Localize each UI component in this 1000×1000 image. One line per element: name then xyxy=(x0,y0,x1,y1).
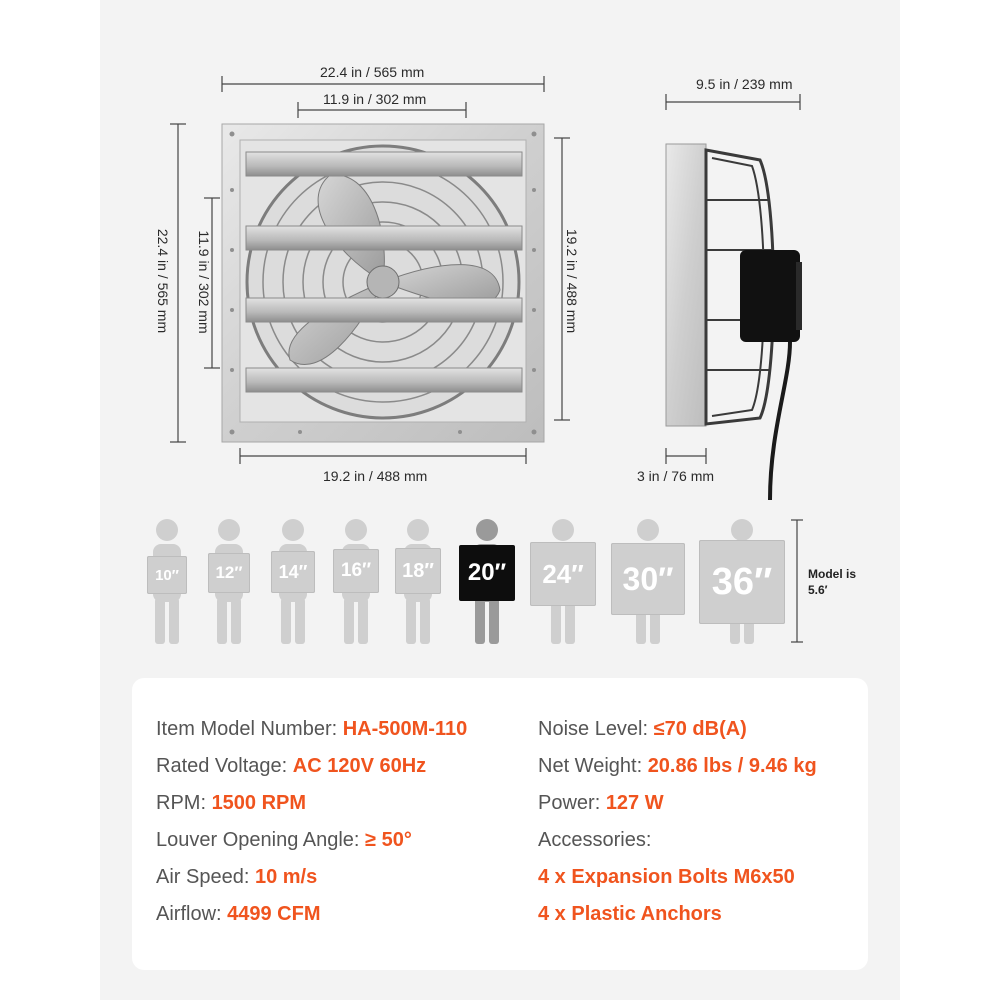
size-figure-3: 16″ xyxy=(316,518,396,648)
size-figure-6: 24″ xyxy=(523,518,603,648)
size-sign-8: 36″ xyxy=(699,540,785,624)
spec-net-weight: Net Weight: 20.86 lbs / 9.46 kg xyxy=(538,755,817,777)
spec-rpm: RPM: 1500 RPM xyxy=(156,792,307,814)
size-figure-0: 10″ xyxy=(127,518,207,648)
fan-side-view xyxy=(665,143,802,501)
size-sign-2: 14″ xyxy=(271,551,315,593)
spec-air-speed: Air Speed: 10 m/s xyxy=(156,866,318,888)
dimension-lines xyxy=(170,76,801,464)
size-sign-0: 10″ xyxy=(147,556,187,594)
size-sign-3: 16″ xyxy=(333,549,379,593)
front-opening-height-label: 11.9 in / 302 mm xyxy=(196,230,212,334)
spec-model-number: Item Model Number: HA-500M-110 xyxy=(156,718,468,740)
front-opening-width-label: 11.9 in / 302 mm xyxy=(323,91,427,107)
size-figure-5: 20″ xyxy=(447,518,527,648)
specifications-card: Item Model Number: HA-500M-110 Rated Vol… xyxy=(132,678,868,970)
size-figure-8: 36″ xyxy=(699,518,785,648)
fan-front-view xyxy=(221,123,545,443)
front-total-height-label: 22.4 in / 565 mm xyxy=(155,228,171,334)
spec-power: Power: 127 W xyxy=(538,792,664,814)
front-inner-height-label: 19.2 in / 488 mm xyxy=(564,228,580,334)
fan-dimension-drawing xyxy=(170,76,803,643)
size-figure-4: 18″ xyxy=(378,518,458,648)
spec-airflow: Airflow: 4499 CFM xyxy=(156,903,321,925)
size-sign-4: 18″ xyxy=(395,548,441,594)
height-scale-bar xyxy=(791,519,803,643)
size-sign-6: 24″ xyxy=(530,542,596,606)
side-depth-label: 9.5 in / 239 mm xyxy=(696,76,793,92)
size-sign-5: 20″ xyxy=(459,545,515,601)
size-figure-1: 12″ xyxy=(189,518,269,648)
size-sign-1: 12″ xyxy=(208,553,250,593)
spec-noise-level: Noise Level: ≤70 dB(A) xyxy=(538,718,747,740)
spec-rated-voltage: Rated Voltage: AC 120V 60Hz xyxy=(156,755,427,777)
model-height-note: Model is 5.6′ xyxy=(808,567,857,597)
size-figure-7: 30″ xyxy=(608,518,688,648)
front-total-width-label: 22.4 in / 565 mm xyxy=(320,64,425,80)
accessory-plastic-anchors: 4 x Plastic Anchors xyxy=(538,903,722,925)
front-inner-width-label: 19.2 in / 488 mm xyxy=(323,468,428,484)
spec-accessories-heading: Accessories: xyxy=(538,829,652,851)
size-sign-7: 30″ xyxy=(611,543,685,615)
side-flange-label: 3 in / 76 mm xyxy=(637,468,715,484)
size-figure-2: 14″ xyxy=(253,518,333,648)
accessory-expansion-bolts: 4 x Expansion Bolts M6x50 xyxy=(538,866,795,888)
spec-louver-angle: Louver Opening Angle: ≥ 50° xyxy=(156,829,412,851)
